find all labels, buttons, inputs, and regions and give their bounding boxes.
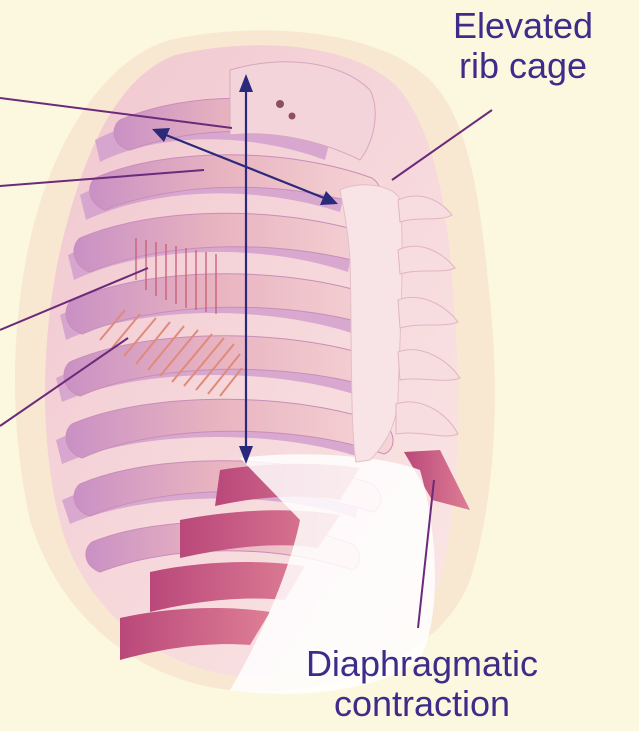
elevated-rib-cage-label-line-1: Elevated <box>410 6 636 46</box>
diaphragmatic-contraction-label-line-1: Diaphragmatic <box>252 644 592 684</box>
diaphragmatic-contraction-label-line-2: contraction <box>252 684 592 724</box>
diaphragmatic-contraction-label: Diaphragmatic contraction <box>252 644 592 724</box>
elevated-rib-cage-label: Elevated rib cage <box>410 6 636 86</box>
elevated-rib-cage-label-line-2: rib cage <box>410 46 636 86</box>
